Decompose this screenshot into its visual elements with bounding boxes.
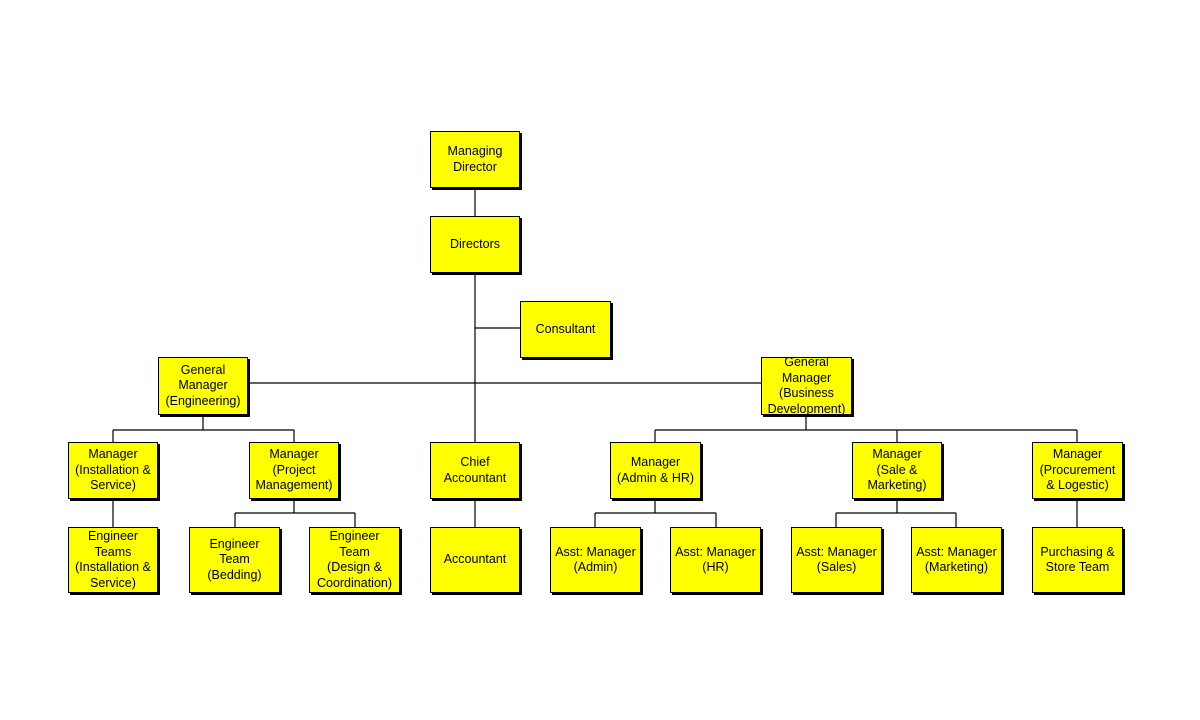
- engineer-team-design-node: Engineer Team (Design & Coordination): [309, 527, 400, 593]
- engineer-team-design-label: Engineer Team (Design & Coordination): [316, 529, 393, 590]
- manager-installation-node: Manager (Installation & Service): [68, 442, 158, 499]
- manager-procurement-label: Manager (Procurement & Logestic): [1039, 447, 1116, 493]
- manager-installation-label: Manager (Installation & Service): [75, 447, 151, 493]
- managing-director-node: Managing Director: [430, 131, 520, 188]
- asst-manager-marketing-node: Asst: Manager (Marketing): [911, 527, 1002, 593]
- manager-sale-marketing-node: Manager (Sale & Marketing): [852, 442, 942, 499]
- manager-admin-hr-label: Manager (Admin & HR): [616, 455, 695, 485]
- manager-procurement-node: Manager (Procurement & Logestic): [1032, 442, 1123, 499]
- manager-sale-marketing-label: Manager (Sale & Marketing): [867, 447, 927, 493]
- asst-manager-hr-node: Asst: Manager (HR): [670, 527, 761, 593]
- asst-manager-admin-label: Asst: Manager (Admin): [555, 544, 636, 575]
- asst-manager-hr-label: Asst: Manager (HR): [675, 544, 756, 575]
- manager-project-label: Manager (Project Management): [255, 447, 333, 493]
- managing-director-label: Managing Director: [447, 144, 503, 174]
- purchasing-store-team-node: Purchasing & Store Team: [1032, 527, 1123, 593]
- gm-business-development-label: General Manager (Business Development): [767, 357, 846, 415]
- manager-admin-hr-node: Manager (Admin & HR): [610, 442, 701, 499]
- chief-accountant-label: Chief Accountant: [443, 455, 507, 485]
- engineer-team-bedding-node: Engineer Team (Bedding): [189, 527, 280, 593]
- directors-node: Directors: [430, 216, 520, 273]
- gm-engineering-label: General Manager (Engineering): [165, 362, 241, 408]
- consultant-node: Consultant: [520, 301, 611, 358]
- asst-manager-sales-label: Asst: Manager (Sales): [796, 544, 877, 575]
- purchasing-store-team-label: Purchasing & Store Team: [1040, 544, 1115, 575]
- gm-engineering-node: General Manager (Engineering): [158, 357, 248, 415]
- asst-manager-sales-node: Asst: Manager (Sales): [791, 527, 882, 593]
- engineer-team-bedding-label: Engineer Team (Bedding): [207, 536, 262, 582]
- chief-accountant-node: Chief Accountant: [430, 442, 520, 499]
- accountant-label: Accountant: [443, 552, 507, 567]
- asst-manager-admin-node: Asst: Manager (Admin): [550, 527, 641, 593]
- directors-label: Directors: [449, 236, 500, 251]
- consultant-label: Consultant: [535, 321, 596, 336]
- manager-project-node: Manager (Project Management): [249, 442, 339, 499]
- accountant-node: Accountant: [430, 527, 520, 593]
- engineer-teams-installation-node: Engineer Teams (Installation & Service): [68, 527, 158, 593]
- gm-business-development-node: General Manager (Business Development): [761, 357, 852, 415]
- asst-manager-marketing-label: Asst: Manager (Marketing): [916, 544, 997, 575]
- engineer-teams-installation-label: Engineer Teams (Installation & Service): [75, 529, 151, 590]
